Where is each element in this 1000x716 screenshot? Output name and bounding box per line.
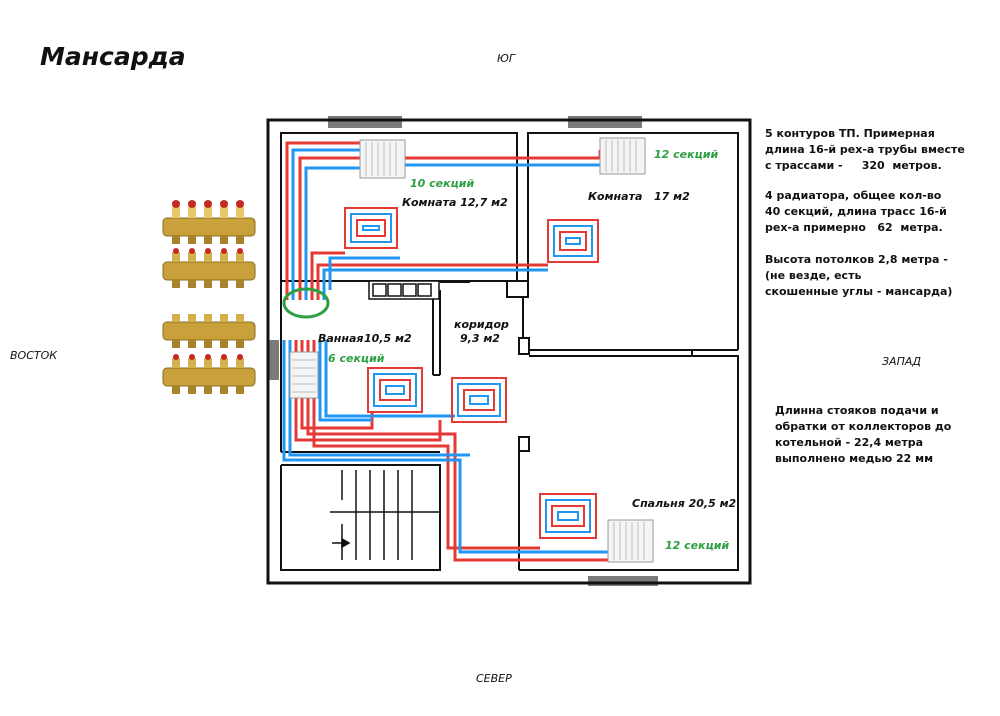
note-line: выполнено медью 22 мм [775,452,934,465]
return-pipes [282,147,610,554]
window-east [267,340,279,380]
radiator-bedroom [607,519,654,563]
room-area-corridor: 9,3 м2 [460,332,500,345]
heating-coil-room1 [344,207,398,249]
room-label-room1: Комната 12,7 м2 [402,196,508,209]
manifold-1 [162,200,256,244]
room-area-bathroom: 10,5 м2 [364,332,412,345]
note-line: рех-а примерно 62 метра. [765,221,943,234]
note-line: 5 контуров ТП. Примерная [765,127,935,140]
room-label-corridor: коридор [454,318,509,331]
manifold-3 [162,314,256,348]
room-label-bathroom: Ванная [318,332,364,345]
radiator-label-bedroom: 12 секций [665,539,730,552]
heating-coil-room2 [547,219,599,263]
room-label-room2: Комната [588,190,643,203]
note-line: 40 секций, длина трасс 16-й [765,205,947,218]
note-floor-heating: 5 контуров ТП. Примерная длина 16-й рех-… [765,126,995,174]
note-line: (не везде, есть [765,269,862,282]
manifold-4 [162,354,256,394]
radiator-room1 [359,139,406,179]
window-south-left [328,116,402,128]
note-line: обратки от коллекторов до [775,420,952,433]
window-south-right [568,116,642,128]
outer-wall [266,118,752,585]
direction-east: ВОСТОК [10,349,58,362]
note-risers: Длинна стояков подачи и обратки от колле… [775,403,995,467]
radiator-room2 [599,137,646,175]
page-title: Мансарда [40,42,186,71]
manifold-2 [162,248,256,288]
radiator-bathroom [289,351,319,399]
heating-coil-corridor [451,377,507,423]
room-area-room2: 17 м2 [654,190,690,203]
room-label-bedroom: Спальня 20,5 м2 [632,497,737,510]
direction-north: СЕВЕР [476,672,512,685]
radiator-label-room2: 12 секций [654,148,719,161]
note-line: Высота потолков 2,8 метра - [765,253,948,266]
staircase [330,470,440,560]
radiator-label-bathroom: 6 секций [328,352,385,365]
note-line: 4 радиатора, общее кол-во [765,189,942,202]
note-radiators: 4 радиатора, общее кол-во 40 секций, дли… [765,188,995,236]
note-line: Длинна стояков подачи и [775,404,939,417]
note-ceiling: Высота потолков 2,8 метра - (не везде, е… [765,252,995,300]
direction-west: ЗАПАД [882,355,921,368]
heating-coil-bathroom [367,367,423,413]
heating-coil-bedroom [539,493,597,539]
collector-ring [282,287,330,319]
note-line: скошенные углы - мансарда) [765,285,953,298]
note-line: с трассами - 320 метров. [765,159,942,172]
window-north [588,576,658,586]
radiator-label-room1: 10 секций [410,177,475,190]
note-line: длина 16-й рех-а трубы вместе [765,143,965,156]
glass-block [368,280,440,300]
direction-south: ЮГ [497,52,516,65]
note-line: котельной - 22,4 метра [775,436,924,449]
